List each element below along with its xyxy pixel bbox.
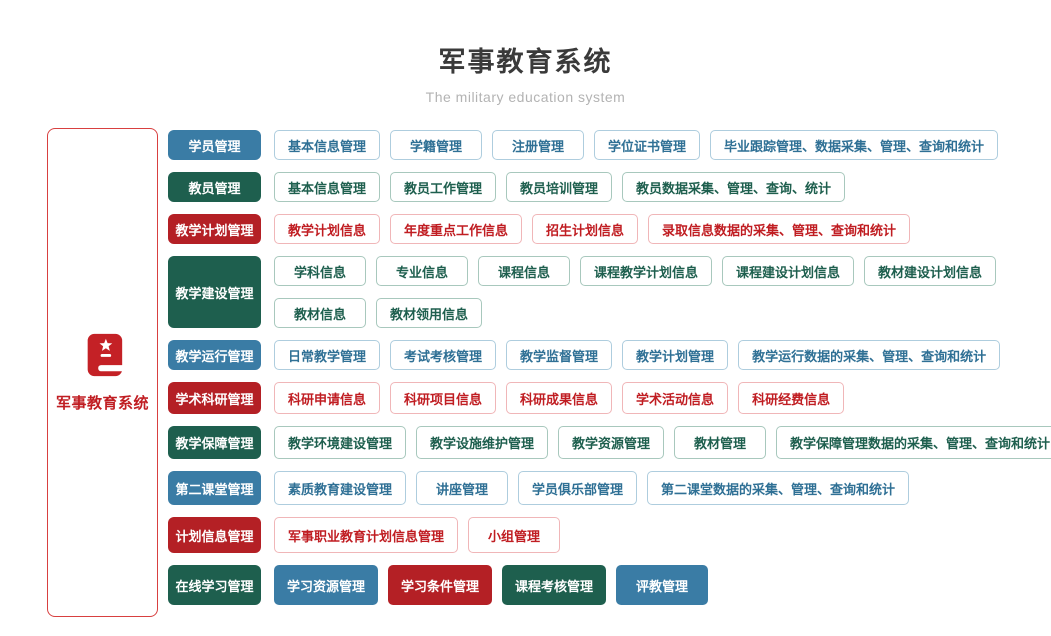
sub-module-button[interactable]: 毕业跟踪管理、数据采集、管理、查询和统计: [710, 130, 999, 160]
sub-module-button[interactable]: 小组管理: [468, 517, 561, 553]
module-row: 在线学习管理学习资源管理学习条件管理课程考核管理评教管理: [168, 565, 1051, 605]
sub-module-button[interactable]: 科研经费信息: [738, 382, 845, 414]
module-row: 学术科研管理科研申请信息科研项目信息科研成果信息学术活动信息科研经费信息: [168, 382, 1051, 414]
category-button[interactable]: 教学计划管理: [168, 214, 261, 244]
module-row-lines: 教学计划信息年度重点工作信息招生计划信息录取信息数据的采集、管理、查询和统计: [274, 214, 911, 244]
module-row-lines: 军事职业教育计划信息管理小组管理: [274, 517, 561, 553]
module-line: 日常教学管理考试考核管理教学监督管理教学计划管理教学运行数据的采集、管理、查询和…: [274, 340, 1001, 370]
sub-module-button[interactable]: 考试考核管理: [390, 340, 497, 370]
module-row-lines: 基本信息管理学籍管理注册管理学位证书管理毕业跟踪管理、数据采集、管理、查询和统计: [274, 130, 999, 160]
sub-module-button[interactable]: 注册管理: [492, 130, 585, 160]
sub-module-button[interactable]: 学习条件管理: [388, 565, 493, 605]
module-line: 素质教育建设管理讲座管理学员俱乐部管理第二课堂数据的采集、管理、查询和统计: [274, 471, 910, 505]
sub-module-button[interactable]: 讲座管理: [416, 471, 509, 505]
sub-module-button[interactable]: 教学计划信息: [274, 214, 381, 244]
module-row: 教学建设管理学科信息专业信息课程信息课程教学计划信息课程建设计划信息教材建设计划…: [168, 256, 1051, 328]
system-panel-label: 军事教育系统: [55, 395, 149, 412]
sub-module-button[interactable]: 专业信息: [376, 256, 468, 286]
module-row: 教员管理基本信息管理教员工作管理教员培训管理教员数据采集、管理、查询、统计: [168, 172, 1051, 202]
sub-module-button[interactable]: 评教管理: [616, 565, 709, 605]
module-line: 教材信息教材领用信息: [274, 298, 996, 328]
module-line: 教学环境建设管理教学设施维护管理教学资源管理教材管理教学保障管理数据的采集、管理…: [274, 426, 1051, 459]
module-line: 基本信息管理学籍管理注册管理学位证书管理毕业跟踪管理、数据采集、管理、查询和统计: [274, 130, 999, 160]
sub-module-button[interactable]: 教员培训管理: [506, 172, 613, 202]
module-row: 教学运行管理日常教学管理考试考核管理教学监督管理教学计划管理教学运行数据的采集、…: [168, 340, 1051, 370]
sub-module-button[interactable]: 课程考核管理: [502, 565, 607, 605]
category-button[interactable]: 计划信息管理: [168, 517, 261, 553]
module-line: 基本信息管理教员工作管理教员培训管理教员数据采集、管理、查询、统计: [274, 172, 846, 202]
module-line: 学科信息专业信息课程信息课程教学计划信息课程建设计划信息教材建设计划信息: [274, 256, 997, 286]
sub-module-button[interactable]: 教学监督管理: [506, 340, 613, 370]
sub-module-button[interactable]: 学习资源管理: [274, 565, 379, 605]
category-button[interactable]: 在线学习管理: [168, 565, 261, 605]
sub-module-button[interactable]: 学员俱乐部管理: [518, 471, 638, 505]
module-line: 科研申请信息科研项目信息科研成果信息学术活动信息科研经费信息: [274, 382, 845, 414]
sub-module-button[interactable]: 教材管理: [674, 426, 767, 459]
sub-module-button[interactable]: 科研成果信息: [506, 382, 613, 414]
module-row-lines: 基本信息管理教员工作管理教员培训管理教员数据采集、管理、查询、统计: [274, 172, 846, 202]
category-button[interactable]: 学员管理: [168, 130, 261, 160]
sub-module-button[interactable]: 招生计划信息: [532, 214, 639, 244]
sub-module-button[interactable]: 学籍管理: [390, 130, 483, 160]
sub-module-button[interactable]: 素质教育建设管理: [274, 471, 407, 505]
sub-module-button[interactable]: 基本信息管理: [274, 172, 381, 202]
sub-module-button[interactable]: 日常教学管理: [274, 340, 381, 370]
module-row-lines: 科研申请信息科研项目信息科研成果信息学术活动信息科研经费信息: [274, 382, 845, 414]
module-row-lines: 学科信息专业信息课程信息课程教学计划信息课程建设计划信息教材建设计划信息教材信息…: [274, 256, 997, 328]
category-button[interactable]: 教员管理: [168, 172, 261, 202]
sub-module-button[interactable]: 教员数据采集、管理、查询、统计: [622, 172, 846, 202]
sub-module-button[interactable]: 课程教学计划信息: [580, 256, 713, 286]
sub-module-button[interactable]: 录取信息数据的采集、管理、查询和统计: [648, 214, 911, 244]
page-title: 军事教育系统: [438, 47, 613, 77]
module-row-lines: 学习资源管理学习条件管理课程考核管理评教管理: [274, 565, 709, 605]
sub-module-button[interactable]: 教材领用信息: [376, 298, 483, 328]
module-line: 教学计划信息年度重点工作信息招生计划信息录取信息数据的采集、管理、查询和统计: [274, 214, 911, 244]
module-line: 军事职业教育计划信息管理小组管理: [274, 517, 561, 553]
module-row: 教学保障管理教学环境建设管理教学设施维护管理教学资源管理教材管理教学保障管理数据…: [168, 426, 1051, 459]
sub-module-button[interactable]: 学术活动信息: [622, 382, 729, 414]
sub-module-button[interactable]: 军事职业教育计划信息管理: [274, 517, 459, 553]
sub-module-button[interactable]: 教学计划管理: [622, 340, 729, 370]
sub-module-button[interactable]: 学位证书管理: [594, 130, 701, 160]
sub-module-button[interactable]: 教材建设计划信息: [864, 256, 997, 286]
sub-module-button[interactable]: 教学资源管理: [558, 426, 665, 459]
sub-module-button[interactable]: 第二课堂数据的采集、管理、查询和统计: [647, 471, 910, 505]
module-row: 教学计划管理教学计划信息年度重点工作信息招生计划信息录取信息数据的采集、管理、查…: [168, 214, 1051, 244]
sub-module-button[interactable]: 教员工作管理: [390, 172, 497, 202]
sub-module-button[interactable]: 年度重点工作信息: [390, 214, 523, 244]
sub-module-button[interactable]: 学科信息: [274, 256, 366, 286]
module-rows: 学员管理基本信息管理学籍管理注册管理学位证书管理毕业跟踪管理、数据采集、管理、查…: [168, 130, 1051, 605]
module-row: 学员管理基本信息管理学籍管理注册管理学位证书管理毕业跟踪管理、数据采集、管理、查…: [168, 130, 1051, 160]
category-button[interactable]: 学术科研管理: [168, 382, 261, 414]
category-button[interactable]: 教学运行管理: [168, 340, 261, 370]
page-header: 军事教育系统 The military education system: [0, 40, 1051, 105]
category-button[interactable]: 教学建设管理: [168, 256, 261, 328]
sub-module-button[interactable]: 教学环境建设管理: [274, 426, 407, 459]
system-panel: 军事教育系统: [47, 128, 158, 617]
sub-module-button[interactable]: 教学保障管理数据的采集、管理、查询和统计: [776, 426, 1051, 459]
sub-module-button[interactable]: 基本信息管理: [274, 130, 381, 160]
sub-module-button[interactable]: 科研申请信息: [274, 382, 381, 414]
sub-module-button[interactable]: 课程建设计划信息: [722, 256, 855, 286]
book-star-icon: [80, 332, 126, 383]
sub-module-button[interactable]: 教学运行数据的采集、管理、查询和统计: [738, 340, 1001, 370]
sub-module-button[interactable]: 教学设施维护管理: [416, 426, 549, 459]
module-row: 第二课堂管理素质教育建设管理讲座管理学员俱乐部管理第二课堂数据的采集、管理、查询…: [168, 471, 1051, 505]
sub-module-button[interactable]: 科研项目信息: [390, 382, 497, 414]
category-button[interactable]: 教学保障管理: [168, 426, 261, 459]
sub-module-button[interactable]: 课程信息: [478, 256, 570, 286]
module-row-lines: 教学环境建设管理教学设施维护管理教学资源管理教材管理教学保障管理数据的采集、管理…: [274, 426, 1051, 459]
sub-module-button[interactable]: 教材信息: [274, 298, 366, 328]
module-row-lines: 素质教育建设管理讲座管理学员俱乐部管理第二课堂数据的采集、管理、查询和统计: [274, 471, 910, 505]
module-row-lines: 日常教学管理考试考核管理教学监督管理教学计划管理教学运行数据的采集、管理、查询和…: [274, 340, 1001, 370]
page-subtitle: The military education system: [425, 89, 626, 105]
module-row: 计划信息管理军事职业教育计划信息管理小组管理: [168, 517, 1051, 553]
module-line: 学习资源管理学习条件管理课程考核管理评教管理: [274, 565, 709, 605]
category-button[interactable]: 第二课堂管理: [168, 471, 261, 505]
